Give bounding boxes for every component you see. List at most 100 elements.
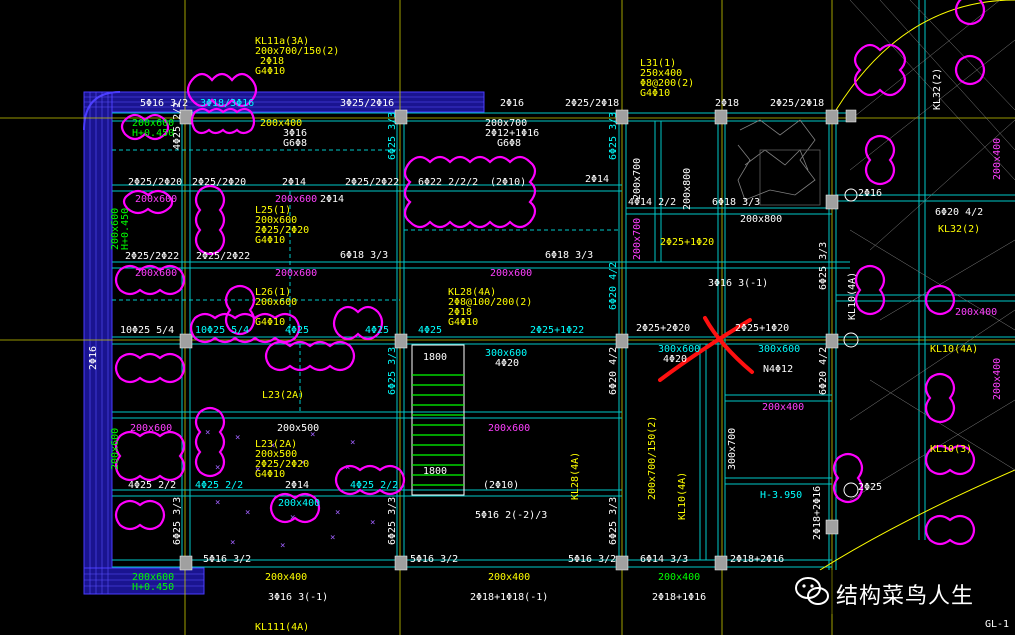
label-2225-e: 2Φ25/2Φ22 (196, 251, 250, 262)
label-6f22: 6Φ22 2/2/2 (418, 177, 478, 188)
label-b200x400-f: 200x400 (658, 572, 700, 583)
label-l31-g: G4Φ10 (640, 88, 670, 99)
label-l23-b: L23(2A) (255, 439, 297, 450)
svg-text:×: × (350, 438, 355, 448)
label-6f20-a: 6Φ20 4/2 (935, 207, 983, 218)
label-2225-a: 2Φ25/2Φ20 (128, 177, 182, 188)
label-l26-g: G4Φ10 (255, 317, 285, 328)
label-b200x700: 200x700 (485, 118, 527, 129)
label-h3950: H-3.950 (760, 490, 802, 501)
label-2f12: 2Φ12+1Φ16 (485, 128, 539, 139)
label-b200x600-i: 200x600 (132, 572, 174, 583)
svg-text:×: × (300, 458, 305, 468)
stair-hatch (411, 344, 465, 496)
label-2f14-c: 2Φ14 (320, 194, 344, 205)
label-b300x600-b: 300x600 (658, 344, 700, 355)
vlabel-2: 6Φ25 3/3 (387, 112, 398, 160)
label-l31: L31(1) (640, 58, 676, 69)
vlabel-5: 6Φ25 3/3 (387, 347, 398, 395)
curved-edge (819, 0, 1015, 571)
svg-text:×: × (230, 538, 235, 548)
label-3f16-c: 3Φ16 3(-1) (268, 592, 328, 603)
svg-text:×: × (330, 533, 335, 543)
svg-text:×: × (270, 441, 275, 451)
vlabel-8: 6Φ25 3/3 (818, 242, 829, 290)
label-top6: 2Φ18 (715, 98, 739, 109)
label-4f25-c: 4Φ25 (418, 325, 442, 336)
label-4f25-e: 4Φ25 2/2 (195, 480, 243, 491)
label-g6f8-b: G6Φ8 (497, 138, 521, 149)
label-kl111: KL111(4A) (255, 622, 309, 633)
label-4f14: 4Φ14 2/2 (628, 197, 676, 208)
label-l23-d: 2Φ25/2Φ20 (255, 459, 309, 470)
label-gl1: GL-1 (985, 619, 1009, 630)
label-b200x400-g: 200x400 (955, 307, 997, 318)
label-2f25-a: 2Φ25+1Φ22 (530, 325, 584, 336)
label-b200x600-g: 200x600 (488, 423, 530, 434)
label-6f18: 6Φ18 3/3 (712, 197, 760, 208)
vlabel-20: KL10(4A) (677, 472, 688, 520)
label-2225-b: 2Φ25/2Φ20 (192, 177, 246, 188)
label-2225-d: 2Φ25/2Φ22 (125, 251, 179, 262)
label-kl11a-g: G4Φ10 (255, 66, 285, 77)
label-10f25-b: 10Φ25 5/4 (195, 325, 249, 336)
label-6f14: 6Φ14 3/3 (640, 554, 688, 565)
label-h045-a: H+0.450 (132, 128, 174, 139)
vlabel-11: 6Φ25 3/3 (608, 497, 619, 545)
label-n4f12: N4Φ12 (763, 364, 793, 375)
label-kl28: KL28(4A) (448, 287, 496, 298)
label-b200x600-d: 200x600 (135, 268, 177, 279)
vlabel-7: 6Φ20 4/2 (818, 347, 829, 395)
label-2f18: 2Φ18+2Φ16 (730, 554, 784, 565)
label-4f25-a: 4Φ25 (285, 325, 309, 336)
svg-text:×: × (215, 498, 220, 508)
vlabel-25: 2Φ18+2Φ16 (812, 486, 823, 540)
label-2f18-c: 2Φ18+1Φ16 (652, 592, 706, 603)
svg-text:×: × (280, 541, 285, 551)
label-l31-size: 250x400 (640, 68, 682, 79)
label-b200x600-e: 200x600 (275, 268, 317, 279)
label-kl32: KL32(2) (938, 224, 980, 235)
label-4f25-b: 4Φ25 (365, 325, 389, 336)
label-b200x800: 200x800 (740, 214, 782, 225)
vlabel-22: 200x400 (992, 138, 1003, 180)
label-10f25-a: 10Φ25 5/4 (120, 325, 174, 336)
label-top3: 3Φ25/2Φ16 (340, 98, 394, 109)
label-2f25-b: 2Φ25+2Φ20 (636, 323, 690, 334)
label-b200x500-a: 200x500 (277, 423, 319, 434)
wechat-icon (795, 577, 829, 605)
svg-text:×: × (290, 513, 295, 523)
vlabel-4: 6Φ20 4/2 (608, 262, 619, 310)
label-5f16-b: 5Φ16 3/2 (203, 554, 251, 565)
label-2f14-a: 2Φ14 (282, 177, 306, 188)
label-kl10: KL10(4A) (930, 344, 978, 355)
svg-text:×: × (205, 428, 210, 438)
label-2f25-e: 2Φ25 (858, 482, 882, 493)
shaft-hatch (737, 119, 821, 206)
label-4f20-b: 4Φ20 (663, 354, 687, 365)
label-l26: L26(1) (255, 287, 291, 298)
label-2f25-d: 2Φ25+1Φ20 (660, 237, 714, 248)
vlabel-21: KL10(4A) (847, 272, 858, 320)
label-1800-a: 1800 (423, 352, 447, 363)
svg-text:×: × (235, 433, 240, 443)
vlabel-3: 6Φ25 3/3 (608, 112, 619, 160)
label-5f16-c: 5Φ16 3/2 (410, 554, 458, 565)
label-top1: 5Φ16 3/2 (140, 98, 188, 109)
vlabel-13: 200x700 (632, 158, 643, 200)
label-b300x600-a: 300x600 (485, 348, 527, 359)
svg-text:×: × (245, 508, 250, 518)
label-l23-c: 200x500 (255, 449, 297, 460)
label-1800-b: 1800 (423, 466, 447, 477)
vlabel-26: 200x800 (682, 168, 693, 210)
label-kl11a-size: 200x700/150(2) (255, 46, 339, 57)
round-columns (843, 188, 859, 498)
label-l23-a: L23(2A) (262, 390, 304, 401)
vlabel-1: 4Φ25 2/2 (172, 102, 183, 150)
vlabel-23: 200x400 (992, 358, 1003, 400)
label-b200x600-h: 200x600 (130, 423, 172, 434)
label-b200x600-c: 200x600 (135, 194, 177, 205)
label-l25-g: G4Φ10 (255, 235, 285, 246)
vlabel-15: 200x600 (110, 208, 121, 250)
